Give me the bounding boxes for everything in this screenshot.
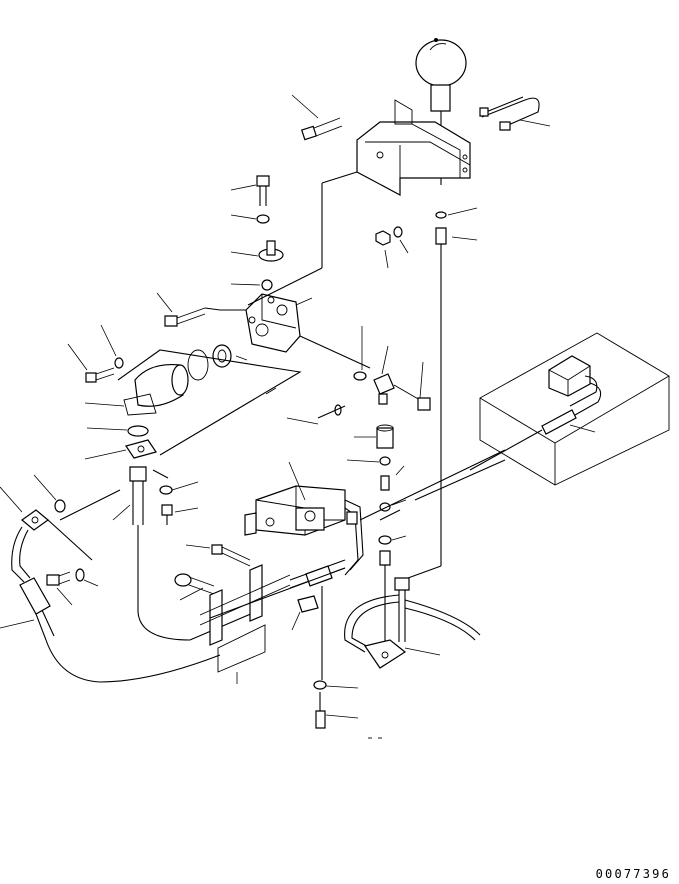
shift-lever-knob [416, 38, 466, 185]
gasket-flange [85, 403, 156, 459]
mount-bolt-mid [186, 545, 250, 566]
drawing-number: 00077396 [595, 867, 671, 881]
bolt-stack [231, 176, 283, 290]
valve-mounting-bolt [157, 293, 246, 326]
hydraulic-hose-left [113, 467, 260, 640]
solenoid-box [470, 333, 669, 485]
bracket-bolt [292, 95, 342, 140]
tube-fitting-center [292, 566, 358, 728]
lower-left-bolt [47, 569, 98, 605]
detail-marks [266, 388, 382, 738]
lower-right-pipe [345, 566, 480, 668]
assembly-guide-lines [210, 460, 505, 618]
lever-bracket [322, 100, 470, 268]
actuator-cylinder [118, 345, 300, 455]
valve-block [246, 268, 370, 368]
pressure-pipe-left [0, 475, 220, 682]
nut-and-washer [376, 227, 408, 268]
left-bolt-washer [68, 325, 123, 382]
sensor-switch-box [245, 462, 363, 575]
center-parts-column [287, 326, 505, 650]
control-rod-u-bend [480, 97, 550, 130]
rod-end-fitting [436, 208, 477, 566]
